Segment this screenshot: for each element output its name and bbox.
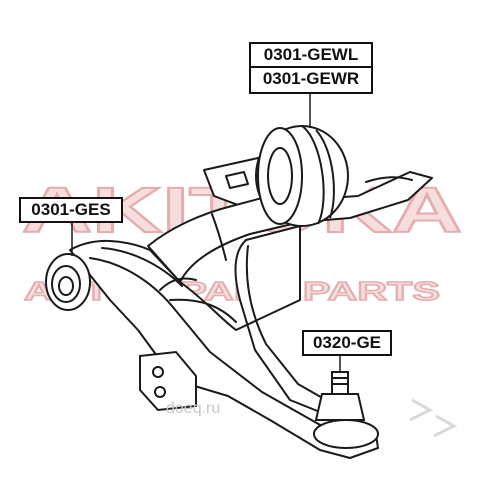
front-bushing xyxy=(45,253,91,311)
rib-6 xyxy=(169,298,237,323)
watermark-chevrons xyxy=(409,398,458,438)
mounting-hole-1 xyxy=(152,366,164,378)
rear-bushing-inner xyxy=(267,147,293,205)
chevron-2 xyxy=(433,414,458,438)
mounting-hole-2 xyxy=(154,386,166,398)
ball-joint-body xyxy=(314,393,366,421)
leader-lines xyxy=(71,94,341,372)
part-label-0301-gewr: 0301-GEWR xyxy=(249,68,373,94)
rib-5 xyxy=(211,213,227,261)
bracket-slot xyxy=(225,171,249,189)
mounting-tab xyxy=(139,350,197,412)
part-label-0301-ges: 0301-GES xyxy=(19,197,123,223)
rear-bushing-ring xyxy=(301,125,325,225)
rib-3 xyxy=(245,245,341,409)
watermark-tagline-text: AUTO SPARE PARTS xyxy=(24,276,440,306)
mounting-tab-plate xyxy=(139,350,197,412)
rear-bushing-ring-2 xyxy=(315,129,335,219)
rib-4 xyxy=(159,277,197,291)
ball-joint xyxy=(313,371,379,449)
ball-joint-base xyxy=(313,419,379,449)
chevron-1 xyxy=(409,398,434,422)
part-label-0320-ge: 0320-GE xyxy=(302,330,392,356)
front-bushing-core xyxy=(58,276,74,296)
rib-1 xyxy=(89,257,323,427)
bracket-flange xyxy=(365,176,413,183)
rear-bushing xyxy=(255,125,349,227)
control-arm xyxy=(69,157,433,459)
watermark-domain: doeq.ru xyxy=(166,400,221,417)
part-label-0301-gewl: 0301-GEWL xyxy=(249,42,373,68)
